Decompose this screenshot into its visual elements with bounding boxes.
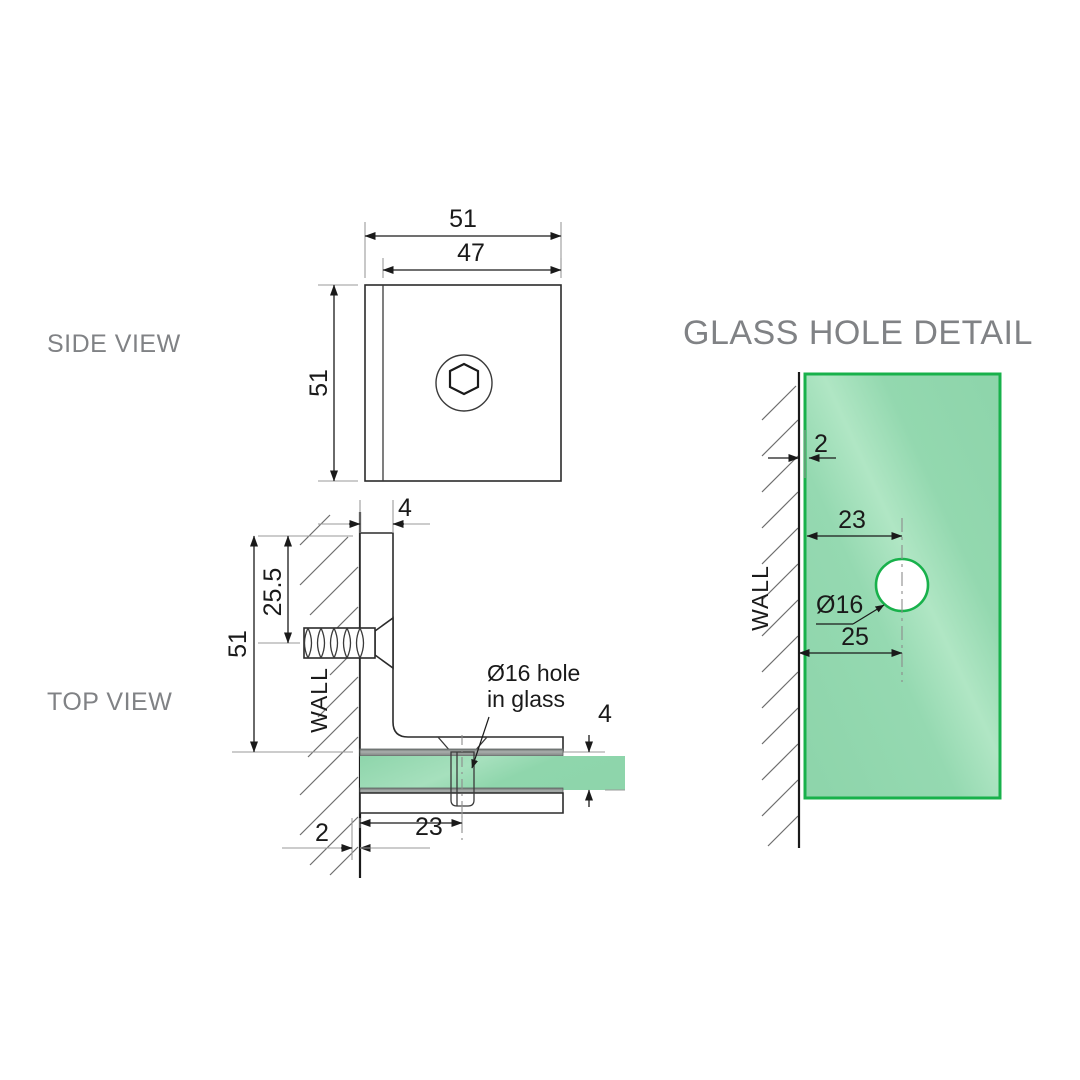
side-view-label: SIDE VIEW — [47, 330, 181, 358]
dim-hole-from-wall: 25 — [841, 623, 869, 651]
callout-leader-line — [471, 716, 490, 769]
glass-hole-detail-title: GLASS HOLE DETAIL — [683, 314, 1033, 352]
callout-hole-line2: in glass — [487, 686, 565, 712]
wall-label-top-view: WALL — [306, 667, 332, 733]
hex-socket-icon — [448, 362, 480, 396]
dim-hole-center: 23 — [415, 813, 443, 841]
dim-screw-center: 25.5 — [259, 568, 287, 617]
screw-threads — [303, 627, 365, 659]
dim-hole-from-edge: 23 — [838, 506, 866, 534]
dim-glass-thickness: 4 — [598, 700, 612, 728]
top-view-bracket-upper — [359, 532, 564, 753]
dim-side-width-inner: 47 — [457, 239, 485, 267]
dim-wall-offset: 2 — [315, 819, 329, 847]
wall-hatching-top-view — [299, 514, 359, 876]
dim-side-width-outer: 51 — [449, 205, 477, 233]
top-view-group: WALL — [224, 494, 625, 878]
dim-overall-height: 51 — [224, 630, 252, 658]
side-view-group: 51 47 51 — [305, 205, 562, 482]
screw-shank — [303, 627, 376, 659]
bolt-shank — [450, 751, 475, 807]
callout-hole-line1: Ø16 hole — [487, 660, 580, 686]
wall-label-detail: WALL — [747, 565, 773, 631]
dim-diameter-leader-arrow — [852, 604, 885, 625]
glass-hole-detail-group: WALL 2 23 Ø16 25 — [747, 372, 1002, 848]
wall-hatching-detail — [761, 385, 799, 847]
top-view-label: TOP VIEW — [47, 688, 172, 716]
dim-side-height: 51 — [305, 369, 333, 397]
dim-plate-thickness: 4 — [398, 494, 412, 522]
glass-panel-detail — [803, 372, 1002, 800]
dim-edge-offset: 2 — [814, 430, 828, 458]
glass-panel-top-view — [360, 756, 625, 790]
dim-hole-diameter: Ø16 — [816, 591, 863, 619]
